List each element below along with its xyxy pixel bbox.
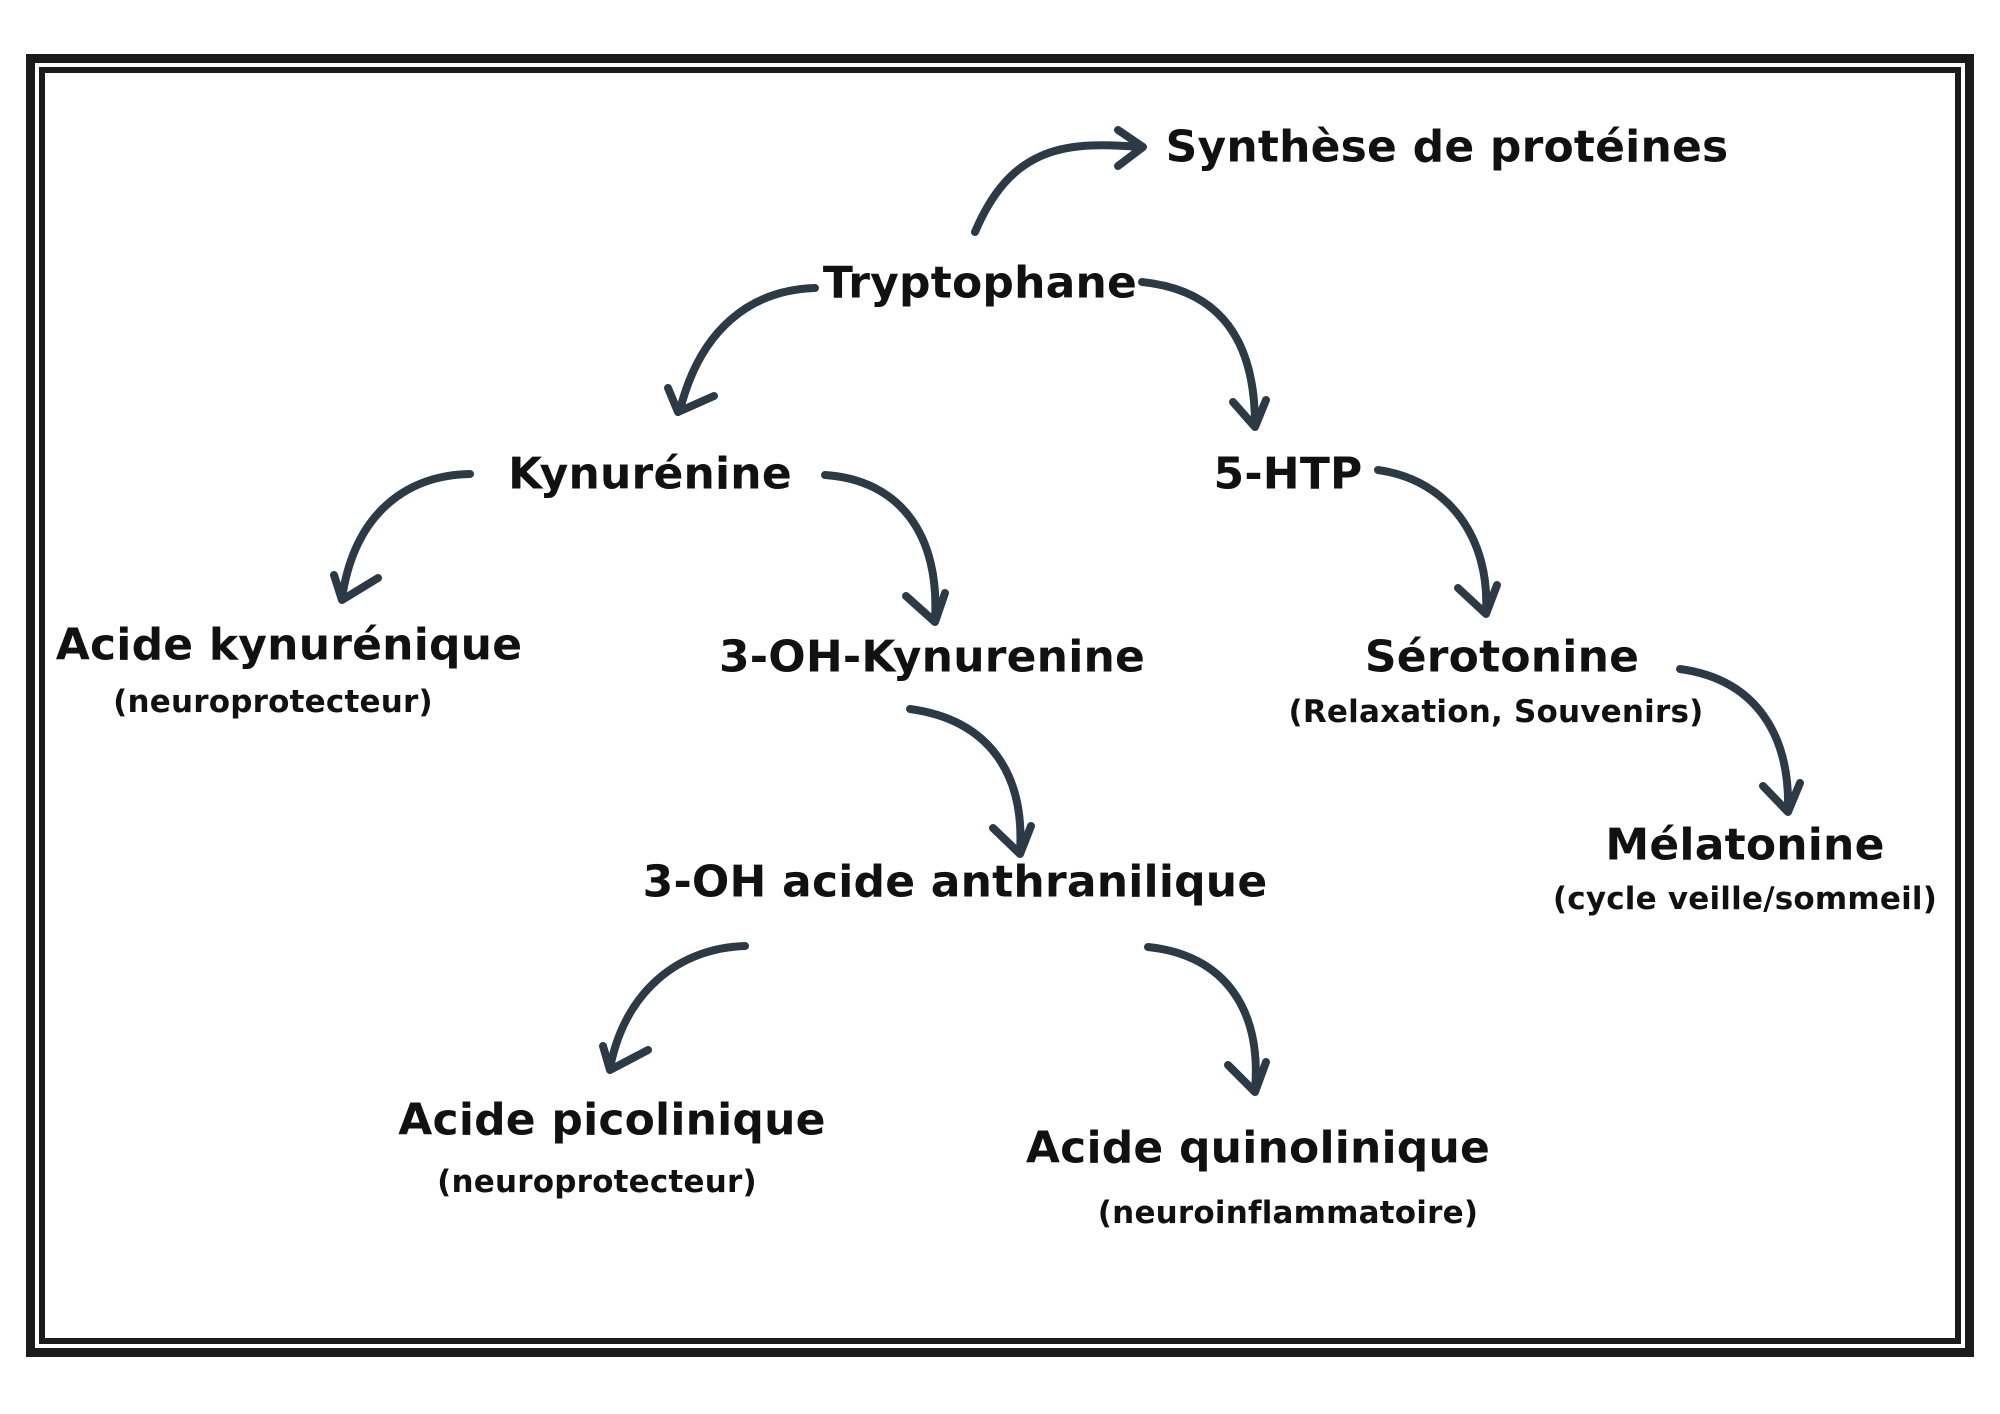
arrow-anthranilic-to-quinolinic (1144, 943, 1270, 1096)
note-picolinic-acid: (neuroprotecteur) (437, 1164, 757, 1200)
arrow-tryptophan-to-htp (1138, 278, 1270, 431)
node-serotonin: Sérotonine (1364, 631, 1640, 683)
arrow-ohkynurenine-to-anthranilic (906, 705, 1035, 858)
arrow-tryptophan-to-proteins (971, 126, 1147, 236)
node-picolinic-acid: Acide picolinique (398, 1094, 826, 1146)
note-melatonin: (cycle veille/sommeil) (1552, 881, 1938, 917)
node-3-oh-kynurenine: 3-OH-Kynurenine (718, 631, 1146, 683)
arrow-tryptophan-to-kynurenine (664, 284, 819, 416)
node-quinolinic-acid: Acide quinolinique (1025, 1122, 1491, 1174)
note-serotonin: (Relaxation, Souvenirs) (1288, 694, 1704, 730)
node-protein-synthesis: Synthèse de protéines (1165, 121, 1729, 173)
arrow-serotonin-to-melatonin (1676, 665, 1804, 816)
node-tryptophan: Tryptophane (822, 257, 1138, 309)
node-3-oh-anthranilic-acid: 3-OH acide anthranilique (642, 856, 1268, 908)
node-melatonin: Mélatonine (1605, 819, 1885, 871)
arrow-anthranilic-to-picolinic (599, 942, 749, 1074)
arrow-htp-to-serotonin (1374, 466, 1501, 618)
node-kynurenine: Kynurénine (508, 448, 792, 500)
inner-frame (39, 67, 1961, 1344)
outer-frame (26, 54, 1974, 1357)
arrow-kynurenine-to-kynurenic (330, 470, 474, 604)
note-quinolinic-acid: (neuroinflammatoire) (1097, 1195, 1479, 1231)
node-5-htp: 5-HTP (1213, 448, 1363, 500)
node-kynurenic-acid: Acide kynurénique (55, 619, 523, 671)
note-kynurenic-acid: (neuroprotecteur) (113, 684, 433, 720)
arrow-kynurenine-to-ohkynurenine (821, 471, 949, 626)
